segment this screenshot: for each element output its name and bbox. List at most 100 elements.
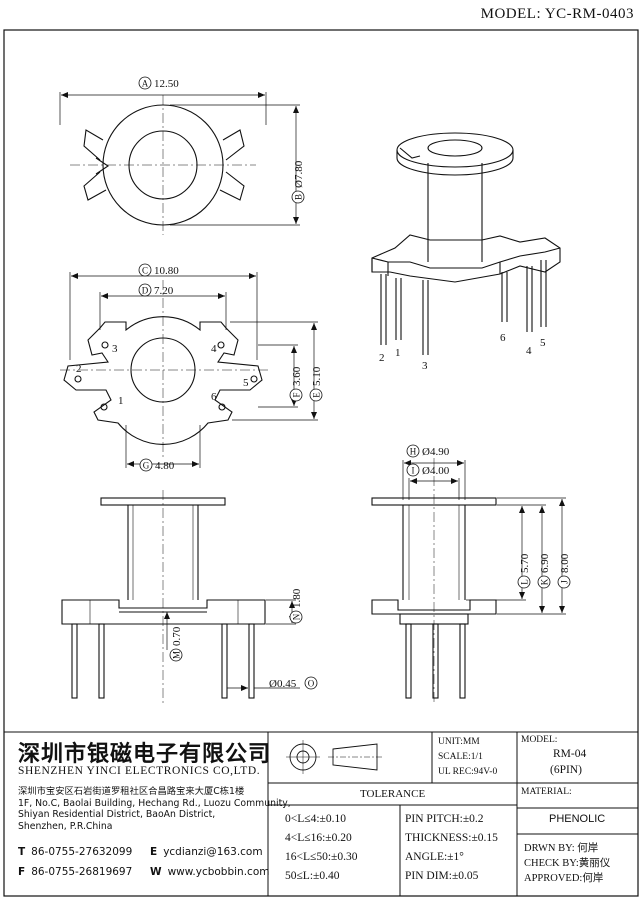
dim-letter-j: J xyxy=(560,580,570,584)
dim-value-o: Ø0.45 xyxy=(269,678,297,690)
view-pin-bottom xyxy=(60,280,268,460)
company-name-cn: 深圳市银磁电子有限公司 xyxy=(18,742,272,767)
dim-letter-k: K xyxy=(540,578,550,585)
dim-A xyxy=(59,92,267,125)
pin-pitch: PIN PITCH:±0.2 xyxy=(405,813,484,825)
material-value: PHENOLIC xyxy=(549,813,606,825)
dim-I xyxy=(408,478,460,500)
tolerance-2: 4<L≤16:±0.20 xyxy=(285,832,352,844)
dim-letter-g: G xyxy=(143,461,150,471)
thickness: THICKNESS:±0.15 xyxy=(405,832,498,844)
projection-symbol-icon xyxy=(286,740,382,774)
pin-label-bottom-5: 5 xyxy=(243,377,249,389)
dim-letter-l: L xyxy=(520,579,530,585)
approved-by: APPROVED:何岸 xyxy=(524,873,604,884)
sheet-frame xyxy=(3,29,639,897)
dim-label-h: H Ø4.90 xyxy=(406,444,450,458)
pin-count: (6PIN) xyxy=(550,764,582,776)
dim-value-n: 1.80 xyxy=(291,588,303,608)
dim-H xyxy=(402,460,466,500)
dim-C xyxy=(69,272,258,360)
dim-label-e: E5.10 xyxy=(309,366,323,402)
dim-marker-circle xyxy=(537,575,551,589)
angle: ANGLE:±1° xyxy=(405,851,464,863)
address-en-2: Shiyan Residential District, BaoAn Distr… xyxy=(18,809,216,821)
dim-letter-f: F xyxy=(292,392,302,397)
pin-label-iso-5: 5 xyxy=(540,337,546,349)
title-block-grid xyxy=(4,731,638,896)
dim-label-l: L 5.70 xyxy=(517,553,531,589)
dim-value-l: 5.70 xyxy=(519,553,531,573)
dim-letter-d: D xyxy=(142,286,149,296)
dim-marker-circle xyxy=(289,610,303,624)
dim-value-k: 6.90 xyxy=(539,553,551,573)
dim-marker-circle xyxy=(304,676,318,690)
dim-letter-n: N xyxy=(292,613,302,620)
tolerance-1: 0<L≤4:±0.10 xyxy=(285,813,346,825)
material-label: MATERIAL: xyxy=(521,787,572,797)
dim-letter-h: H xyxy=(410,447,417,457)
dim-label-n: N 1.80 xyxy=(289,588,303,624)
dim-marker-circle xyxy=(138,283,152,297)
pin-label-bottom-4: 4 xyxy=(211,343,217,355)
dim-label-f: F 3.60 xyxy=(289,366,303,402)
dim-marker-circle xyxy=(517,575,531,589)
dim-value-g: 4.80 xyxy=(155,460,175,472)
dim-marker-circle xyxy=(138,76,152,90)
dim-E xyxy=(230,321,318,421)
dim-B xyxy=(170,104,300,226)
model-value: RM-04 xyxy=(553,748,587,760)
dim-value-i: Ø4.00 xyxy=(422,465,450,477)
dim-J xyxy=(497,497,566,615)
dim-value-h: Ø4.90 xyxy=(422,446,450,458)
dim-marker-circle xyxy=(169,648,183,662)
dim-value-j: 8.00 xyxy=(559,553,571,573)
address-en-3: Shenzhen, P.R.China xyxy=(18,820,113,832)
dim-value-a: 12.50 xyxy=(154,78,179,90)
model-title: MODEL: YC-RM-0403 xyxy=(480,6,634,22)
dim-value-b: Ø7.80 xyxy=(293,160,305,188)
dim-marker-circle xyxy=(139,458,153,472)
dim-marker-circle xyxy=(289,388,303,402)
dim-label-g: G 4.80 xyxy=(139,458,175,472)
tolerance-3: 16<L≤50:±0.30 xyxy=(285,851,358,863)
pin-label-iso-6: 6 xyxy=(500,332,506,344)
dim-G xyxy=(125,425,201,468)
pin-label-iso-4: 4 xyxy=(526,345,532,357)
dim-value-m: 0.70 xyxy=(171,626,183,646)
dim-value-f: 3.60 xyxy=(291,366,303,386)
dim-marker-circle xyxy=(138,263,152,277)
dim-value-c: 10.80 xyxy=(154,265,179,277)
model-label: MODEL: xyxy=(521,735,558,745)
pin-label-bottom-2: 2 xyxy=(76,363,82,375)
dim-marker-circle xyxy=(406,444,420,458)
dim-marker-circle xyxy=(406,463,420,477)
company-address: 深圳市宝安区石岩街道罗租社区合昌路宝来大厦C栋1楼 1F, No.C, Baol… xyxy=(18,786,291,832)
dim-label-c: C 10.80 xyxy=(138,263,179,277)
dim-label-b: BØ7.80 xyxy=(291,160,305,204)
checked-by: CHECK BY:黄丽仪 xyxy=(524,858,611,869)
pin-label-bottom-1: 1 xyxy=(118,395,124,407)
dim-letter-c: C xyxy=(142,266,148,276)
address-en-1: 1F, No.C, Baolai Building, Hechang Rd., … xyxy=(18,797,291,809)
view-flange-top xyxy=(70,95,256,235)
pin-dim: PIN DIM:±0.05 xyxy=(405,870,479,882)
dim-letter-a: A xyxy=(142,79,149,89)
dim-label-m: M0.70 xyxy=(169,626,183,662)
pin-label-iso-2: 2 xyxy=(379,352,385,364)
dim-D xyxy=(99,292,227,330)
dim-label-j: J 8.00 xyxy=(557,553,571,589)
dim-marker-circle xyxy=(309,388,323,402)
dim-letter-e: E xyxy=(312,392,322,398)
tolerance-4: 50≤L:±0.40 xyxy=(285,870,340,882)
view-front-left xyxy=(61,490,266,705)
pin-label-iso-1: 1 xyxy=(395,347,401,359)
